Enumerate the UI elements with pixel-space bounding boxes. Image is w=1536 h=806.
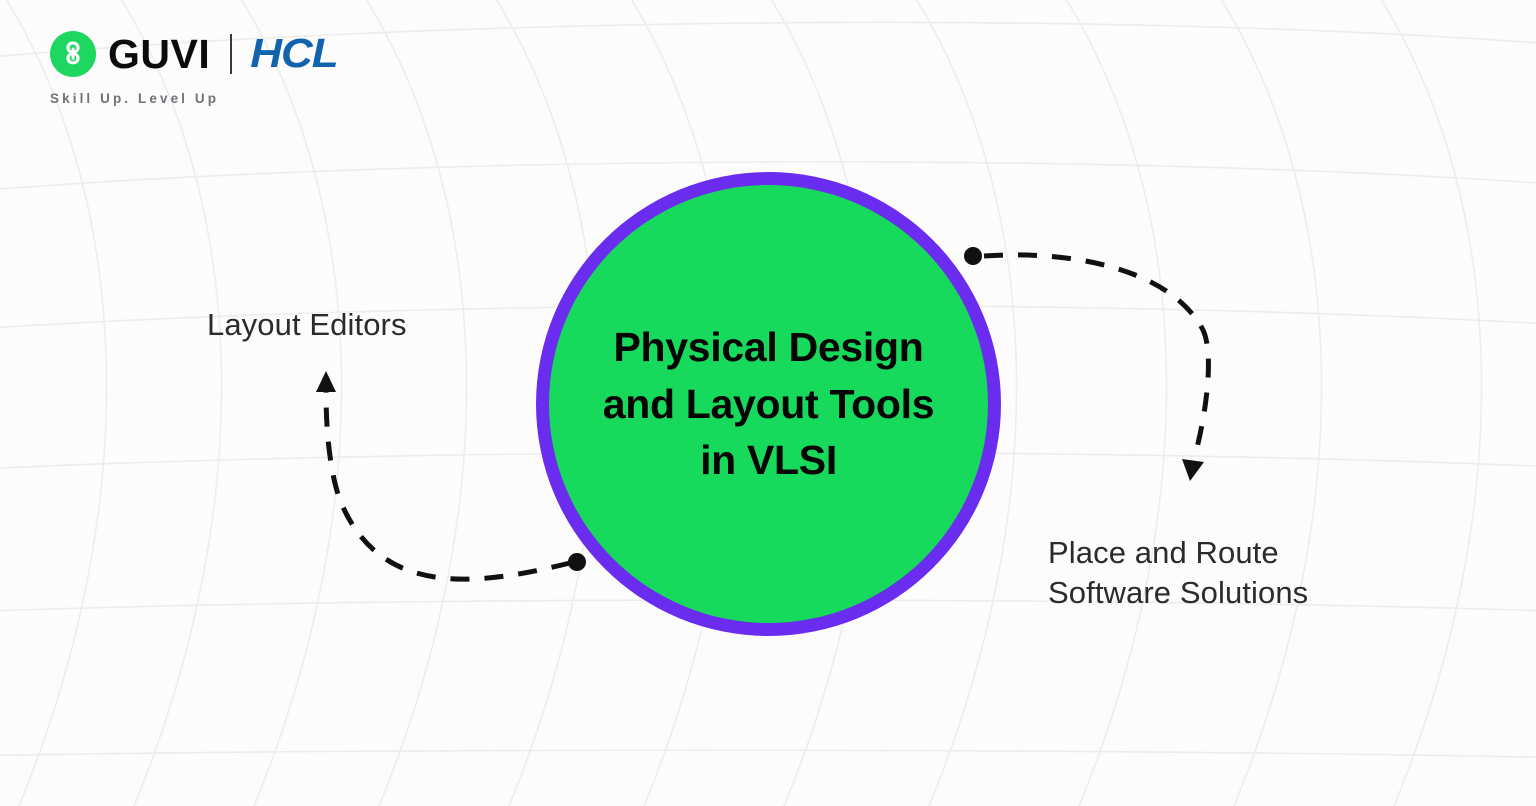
brand-tagline: Skill Up. Level Up	[50, 91, 220, 106]
guvi-wordmark: GUVI	[108, 30, 211, 77]
brand-row: GUVI HCL	[50, 29, 339, 79]
connector-anchor-dot-left	[568, 553, 586, 571]
hcl-wordmark: HCL	[250, 31, 338, 77]
central-topic-circle: Physical Design and Layout Tools in VLSI	[536, 172, 1001, 636]
brand-divider	[230, 34, 233, 74]
connector-anchor-dot-right	[964, 247, 982, 265]
arrowhead-down-icon	[1182, 459, 1204, 481]
branch-label-layout-editors: Layout Editors	[207, 307, 407, 342]
page-title: Physical Design and Layout Tools in VLSI	[602, 324, 935, 484]
connector-path-right	[983, 252, 1211, 460]
brand-lockup: GUVI HCL Skill Up. Level Up	[50, 29, 339, 106]
guvi-g-logo-icon	[50, 31, 96, 77]
connector-place-and-route	[964, 247, 1211, 481]
arrowhead-up-icon	[316, 371, 336, 392]
connector-path-left	[323, 391, 571, 582]
branch-label-place-and-route: Place and Route Software Solutions	[1048, 535, 1309, 611]
